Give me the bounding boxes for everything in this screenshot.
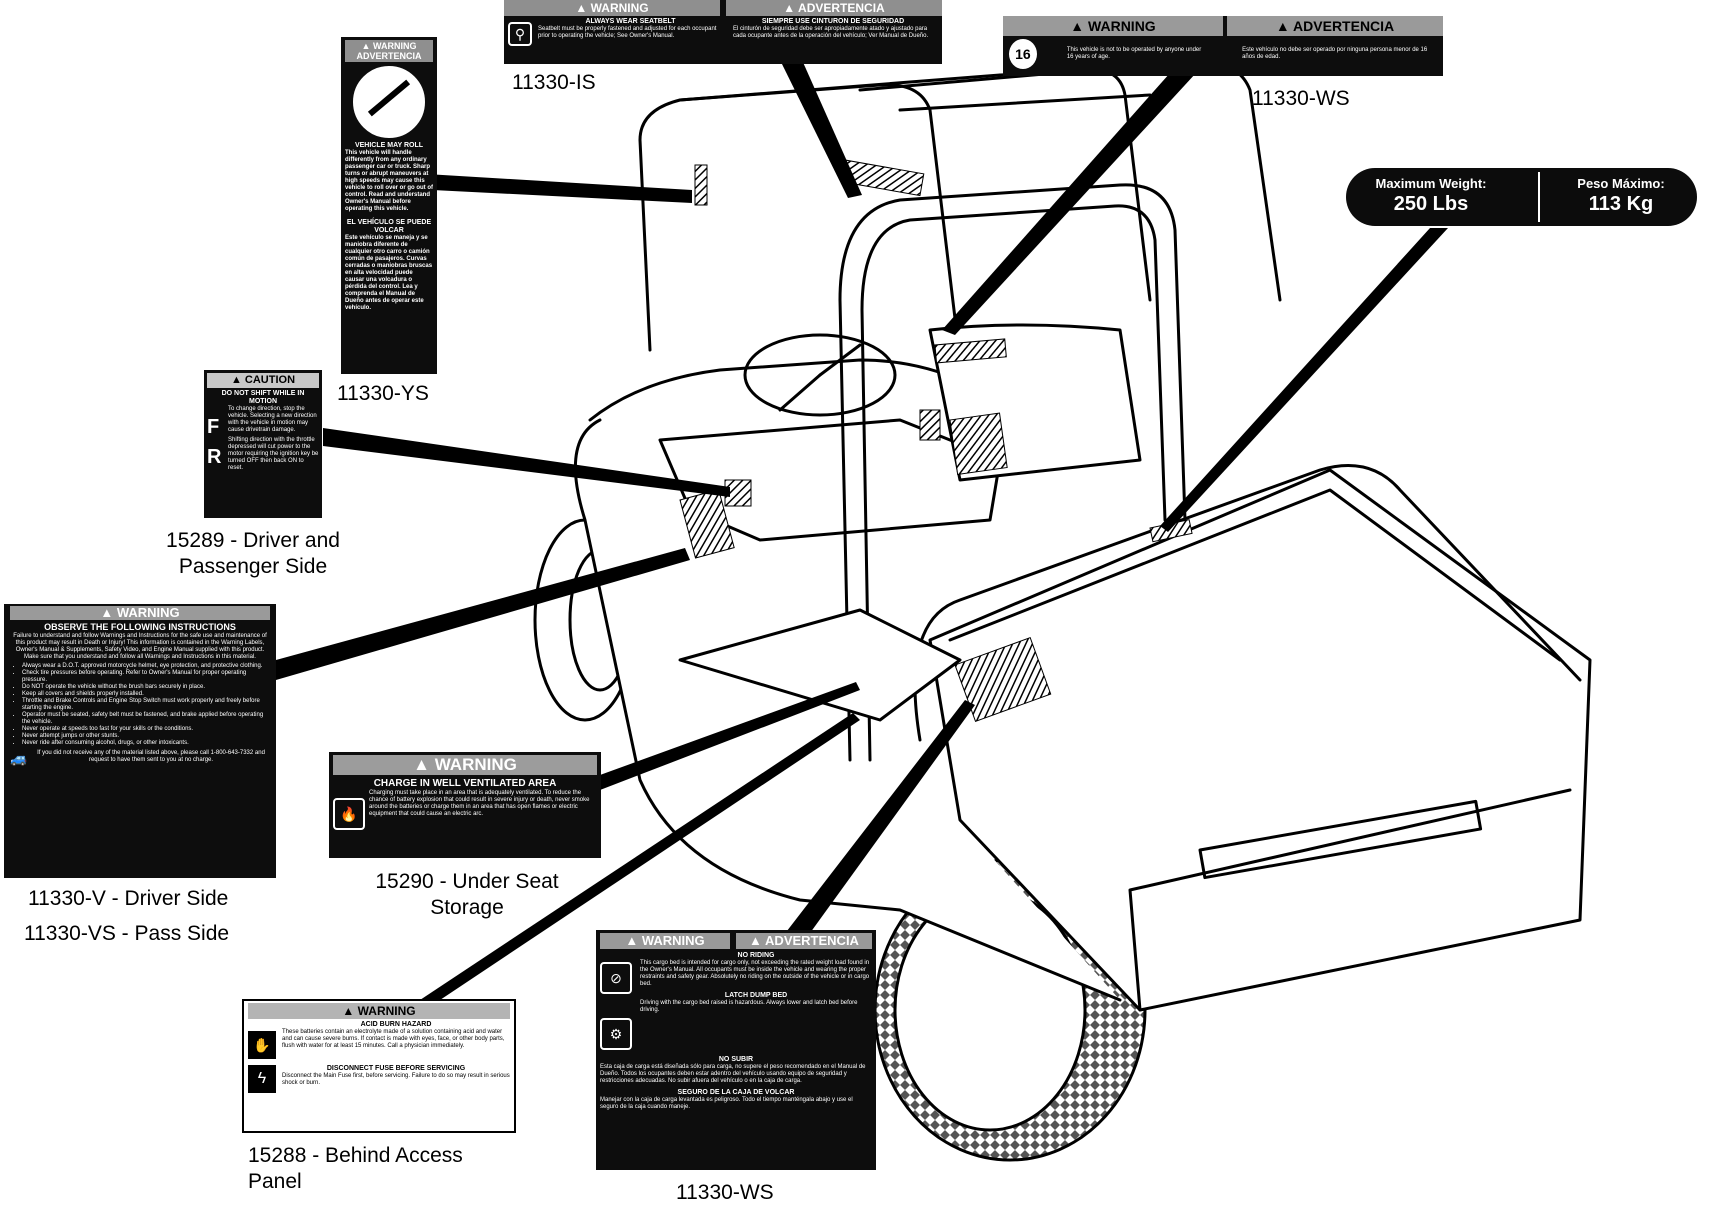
caption-11330-v: 11330-V - Driver Side xyxy=(28,887,229,910)
v-bullet: Never attempt jumps or other stunts. xyxy=(22,733,270,740)
v-bullet: Throttle and Brake Controls and Engine S… xyxy=(22,698,270,712)
v-bullet: Never operate at speeds too fast for you… xyxy=(22,726,270,733)
ws-bottom-advertencia: ADVERTENCIA xyxy=(765,933,859,948)
flame-icon: 🔥 xyxy=(333,798,365,830)
label-15288: ▲ WARNING ✋ ACID BURN HAZARD These batte… xyxy=(242,999,516,1133)
v-bullet: Always wear a D.O.T. approved motorcycle… xyxy=(22,663,270,670)
v-bullet: Keep all covers and shields properly ins… xyxy=(22,691,270,698)
caption-15289: 15289 - Driver and Passenger Side xyxy=(166,529,340,578)
cargo-bed xyxy=(928,468,1592,1012)
ws-bottom-t3: NO SUBIR xyxy=(718,1056,754,1063)
acid-body1: These batteries contain an electrolyte m… xyxy=(282,1029,505,1049)
label-11330-ws-bottom: ▲ WARNING ▲ ADVERTENCIA ⊘ ⚙ NO RIDING Th… xyxy=(596,930,876,1170)
is-warning: WARNING xyxy=(590,1,649,15)
caption-15288: 15288 - Behind Access Panel xyxy=(248,1144,463,1193)
ws-bottom-t4: SEGURO DE LA CAJA DE VOLCAR xyxy=(677,1089,795,1096)
is-body-es: El cinturón de seguridad debe ser apropi… xyxy=(733,26,929,39)
caution-title: DO NOT SHIFT WHILE IN MOTION xyxy=(221,390,305,405)
v-bullet: Check tire pressures before operating. R… xyxy=(22,670,270,684)
label-15290: ▲ WARNING CHARGE IN WELL VENTILATED AREA… xyxy=(329,752,601,858)
acid-title1: ACID BURN HAZARD xyxy=(360,1021,432,1028)
max-weight-en-label: Maximum Weight: xyxy=(1375,176,1487,191)
utv-icon: 🚙 xyxy=(10,750,28,766)
label-11330-is: ▲ WARNING ▲ ADVERTENCIA ⚲ ALWAYS WEAR SE… xyxy=(504,0,942,64)
ws-top-warning: WARNING xyxy=(1088,18,1156,34)
ys-body-en: This vehicle will handle differently fro… xyxy=(345,150,434,212)
caption-15290: 15290 - Under Seat Storage xyxy=(375,870,559,919)
v-header: WARNING xyxy=(116,605,180,620)
acid-burn-icon: ✋ xyxy=(248,1031,276,1059)
ws-bottom-t2: LATCH DUMP BED xyxy=(724,992,788,999)
steering-wheel xyxy=(743,333,897,417)
ys-advertencia: ADVERTENCIA xyxy=(356,51,422,61)
charge-body: Charging must take place in an area that… xyxy=(369,790,590,817)
forward-letter: F xyxy=(207,416,220,438)
rollover-icon xyxy=(353,66,425,138)
max-weight-label: Maximum Weight: 250 Lbs Peso Máximo: 113… xyxy=(1346,168,1697,226)
charge-header: WARNING xyxy=(434,755,517,774)
label-11330-v: ▲ WARNING OBSERVE THE FOLLOWING INSTRUCT… xyxy=(4,604,276,878)
acid-header: WARNING xyxy=(357,1004,416,1018)
is-body-en: Seatbelt must be properly fastened and a… xyxy=(538,26,717,39)
max-weight-es-label: Peso Máximo: xyxy=(1577,176,1665,191)
ws-top-body-en: This vehicle is not to be operated by an… xyxy=(1066,47,1202,60)
is-title-en: ALWAYS WEAR SEATBELT xyxy=(585,18,676,25)
caption-11330-ws-bottom: 11330-WS xyxy=(676,1181,774,1204)
ys-warning: WARNING xyxy=(372,41,417,51)
is-title-es: SIEMPRE USE CINTURON DE SEGURIDAD xyxy=(761,18,905,25)
v-bullet: Never ride after consuming alcohol, drug… xyxy=(22,740,270,747)
ws-bottom-warning: WARNING xyxy=(641,933,705,948)
ys-title-es: EL VEHÍCULO SE PUEDE VOLCAR xyxy=(346,219,432,234)
ws-bottom-b3: Esta caja de carga está diseñada sólo pa… xyxy=(600,1064,866,1084)
no-riding-icon: ⊘ xyxy=(600,962,632,994)
caption-11330-vs: 11330-VS - Pass Side xyxy=(24,922,230,945)
ws-top-advertencia: ADVERTENCIA xyxy=(1293,18,1395,34)
f-r-shifter-icon: F R xyxy=(207,406,225,472)
ys-title-en: VEHICLE MAY ROLL xyxy=(354,142,424,149)
ws-bottom-t1: NO RIDING xyxy=(737,952,775,959)
v-bullet: Operator must be seated, safety belt mus… xyxy=(22,712,270,726)
caption-11330-is: 11330-IS xyxy=(512,71,596,94)
v-bullet: Do NOT operate the vehicle without the b… xyxy=(22,684,270,691)
ys-body-es: Este vehículo se maneja y se maniobra di… xyxy=(345,235,433,311)
caption-11330-ws-top: 11330-WS xyxy=(1252,87,1350,110)
v-intro: Failure to understand and follow Warning… xyxy=(13,633,267,660)
label-11330-ws-top: ▲ WARNING ▲ ADVERTENCIA 16 This vehicle … xyxy=(1003,16,1443,76)
acid-title2: DISCONNECT FUSE BEFORE SERVICING xyxy=(326,1065,466,1072)
charge-title: CHARGE IN WELL VENTILATED AREA xyxy=(373,778,557,789)
caution-body1: To change direction, stop the vehicle. S… xyxy=(228,406,317,433)
caption-11330-ys: 11330-YS xyxy=(337,382,429,405)
is-advertencia: ADVERTENCIA xyxy=(798,1,885,15)
v-bullet-list: Always wear a D.O.T. approved motorcycle… xyxy=(10,663,270,747)
ws-bottom-b1: This cargo bed is intended for cargo onl… xyxy=(640,960,870,987)
ws-bottom-b2: Driving with the cargo bed raised is haz… xyxy=(640,1000,858,1013)
weight-divider xyxy=(1538,172,1540,222)
ws-top-body-es: Este vehículo no debe ser operado por ni… xyxy=(1242,47,1428,60)
v-title: OBSERVE THE FOLLOWING INSTRUCTIONS xyxy=(44,622,236,632)
v-footer: If you did not receive any of the materi… xyxy=(37,750,265,763)
seatbelt-icon: ⚲ xyxy=(508,22,532,46)
max-weight-en-value: 250 Lbs xyxy=(1393,193,1469,215)
reverse-letter: R xyxy=(207,446,222,468)
ws-bottom-b4: Manejar con la caja de carga levantada e… xyxy=(600,1097,853,1110)
dump-bed-icon: ⚙ xyxy=(600,1018,632,1050)
electric-shock-icon: ϟ xyxy=(248,1065,276,1093)
acid-body2: Disconnect the Main Fuse first, before s… xyxy=(282,1073,510,1086)
label-15289: ▲ CAUTION DO NOT SHIFT WHILE IN MOTION F… xyxy=(204,370,322,518)
caution-header: CAUTION xyxy=(244,374,296,386)
age-16-badge: 16 xyxy=(1009,39,1037,69)
max-weight-es-value: 113 Kg xyxy=(1588,193,1654,215)
caution-body2: Shifting direction with the throttle dep… xyxy=(228,437,319,471)
